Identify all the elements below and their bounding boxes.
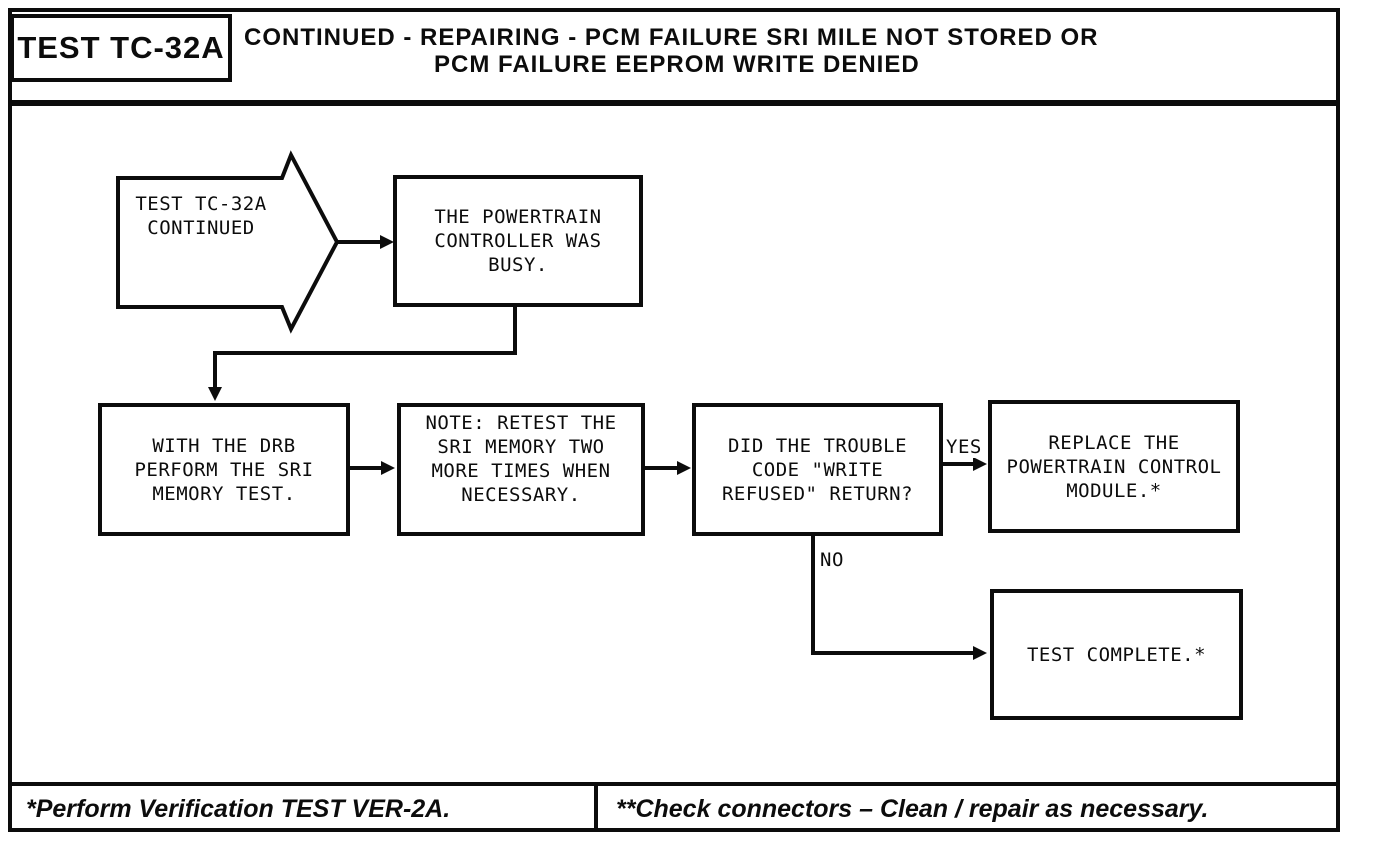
page-title-line1: CONTINUED - REPAIRING - PCM FAILURE SRI … <box>244 24 1099 51</box>
no-branch-label: NO <box>820 549 844 571</box>
flow-box-drb-sri-test-text: WITH THE DRB PERFORM THE SRI MEMORY TEST… <box>134 434 314 505</box>
page-title-line2: PCM FAILURE EEPROM WRITE DENIED <box>434 51 920 78</box>
header-divider <box>8 100 1340 106</box>
footer-note-verification: *Perform Verification TEST VER-2A. <box>26 794 451 823</box>
flow-box-trouble-code-question: DID THE TROUBLE CODE "WRITE REFUSED" RET… <box>692 403 943 536</box>
flow-box-test-complete-text: TEST COMPLETE.* <box>1026 643 1207 666</box>
connector-busy-drb <box>213 307 517 390</box>
footer-divider <box>594 786 598 832</box>
footer-notes-bar: *Perform Verification TEST VER-2A. **Che… <box>8 782 1340 832</box>
test-id-box: TEST TC-32A <box>10 14 232 82</box>
flow-box-controller-busy-text: THE POWERTRAIN CONTROLLER WAS BUSY. <box>434 206 602 276</box>
flow-box-controller-busy: THE POWERTRAIN CONTROLLER WAS BUSY. <box>393 175 643 307</box>
start-arrow-shape <box>116 150 340 334</box>
arrowhead-replace <box>973 457 987 471</box>
start-arrow-label: TEST TC-32A CONTINUED <box>135 193 267 239</box>
arrowhead-trouble <box>677 461 691 475</box>
test-id-label: TEST TC-32A <box>17 30 225 65</box>
page-border <box>8 8 1340 832</box>
flow-box-replace-pcm: REPLACE THE POWERTRAIN CONTROL MODULE.* <box>988 400 1240 533</box>
flow-box-test-complete: TEST COMPLETE.* <box>990 589 1243 720</box>
arrowhead-drb <box>208 387 222 401</box>
flow-box-drb-sri-test: WITH THE DRB PERFORM THE SRI MEMORY TEST… <box>98 403 350 536</box>
footer-note-connectors: **Check connectors – Clean / repair as n… <box>616 794 1209 823</box>
yes-branch-label: YES <box>946 436 982 458</box>
flow-box-retest-note-text: NOTE: RETEST THE SRI MEMORY TWO MORE TIM… <box>425 411 617 506</box>
flow-box-trouble-code-question-text: DID THE TROUBLE CODE "WRITE REFUSED" RET… <box>721 434 914 505</box>
connector-no <box>811 535 975 655</box>
arrowhead-busy <box>380 235 394 249</box>
flow-box-retest-note: NOTE: RETEST THE SRI MEMORY TWO MORE TIM… <box>397 403 645 536</box>
arrowhead-note <box>381 461 395 475</box>
arrowhead-complete <box>973 646 987 660</box>
flow-box-replace-pcm-text: REPLACE THE POWERTRAIN CONTROL MODULE.* <box>1006 431 1222 502</box>
